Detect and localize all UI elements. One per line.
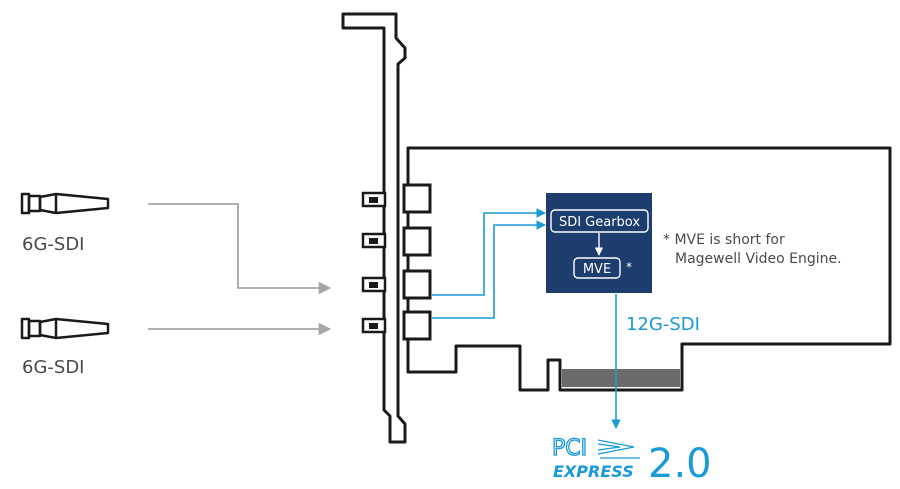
mve-box — [573, 257, 621, 279]
mve-label: MVE — [583, 262, 611, 277]
bnc-port-2 — [361, 226, 432, 257]
sdi-cable-icon-bottom — [20, 317, 110, 340]
mounting-bracket — [341, 12, 407, 444]
logo-pci-text: PCI — [552, 436, 587, 461]
sdi-gearbox-label: SDI Gearbox — [559, 215, 640, 230]
bnc-port-4 — [361, 310, 432, 341]
internal-signal-line-2 — [432, 220, 546, 319]
internal-signal-line-1 — [432, 208, 546, 296]
mve-asterisk: * — [626, 260, 632, 274]
logo-express-text: EXPRESS — [553, 462, 634, 481]
sdi-gearbox-box — [550, 209, 649, 233]
input-label-2: 6G-SDI — [22, 357, 85, 378]
signal-arrow-1 — [148, 203, 332, 295]
footnote-line-2: Magewell Video Engine. — [675, 251, 842, 267]
logo-chevrons-icon — [597, 439, 640, 459]
input-label-1: 6G-SDI — [22, 234, 85, 255]
sdi-cable-icon-top — [20, 192, 110, 215]
bnc-port-3 — [361, 269, 432, 300]
pcie-edge-connector — [562, 369, 680, 387]
logo-version-text: 2.0 — [648, 441, 712, 487]
pci-express-logo: PCI EXPRESS 2.0 — [551, 435, 712, 487]
bus-link-label: 12G-SDI — [626, 314, 700, 335]
bnc-port-1 — [361, 183, 432, 214]
footnote-line-1: * MVE is short for — [663, 232, 785, 248]
